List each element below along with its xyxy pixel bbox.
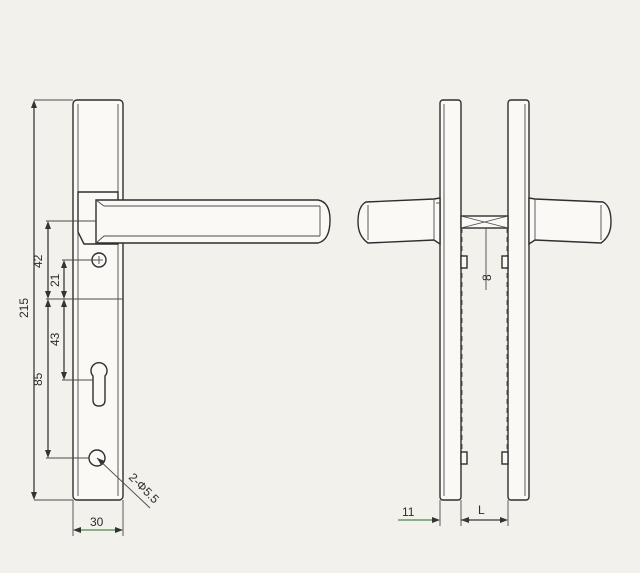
dim-door-thickness: L	[478, 503, 485, 517]
front-backplate	[72, 99, 124, 501]
dim-holes: 2-Φ5.5	[126, 470, 162, 506]
dim-hole-to-center: 21	[48, 273, 62, 287]
front-view	[72, 99, 331, 501]
lever-arm	[95, 199, 331, 244]
cylinder-cutout	[90, 362, 108, 407]
side-lever-left	[357, 197, 441, 246]
dim-center-to-bottom-hole: 85	[31, 372, 45, 386]
dim-spindle: 8	[480, 274, 494, 281]
dim-center-to-cylinder: 43	[48, 332, 62, 346]
side-plate-right	[507, 99, 530, 501]
dim-plate-thickness: 11	[402, 505, 415, 519]
dim-plate-width: 30	[90, 515, 104, 529]
side-lever-right	[528, 197, 612, 246]
dim-overall-height: 215	[17, 298, 31, 318]
side-dimensions: 8 11 L	[398, 228, 509, 526]
side-plate-left	[439, 99, 462, 501]
side-view	[357, 99, 612, 501]
dim-handle-to-hole: 42	[31, 254, 45, 268]
